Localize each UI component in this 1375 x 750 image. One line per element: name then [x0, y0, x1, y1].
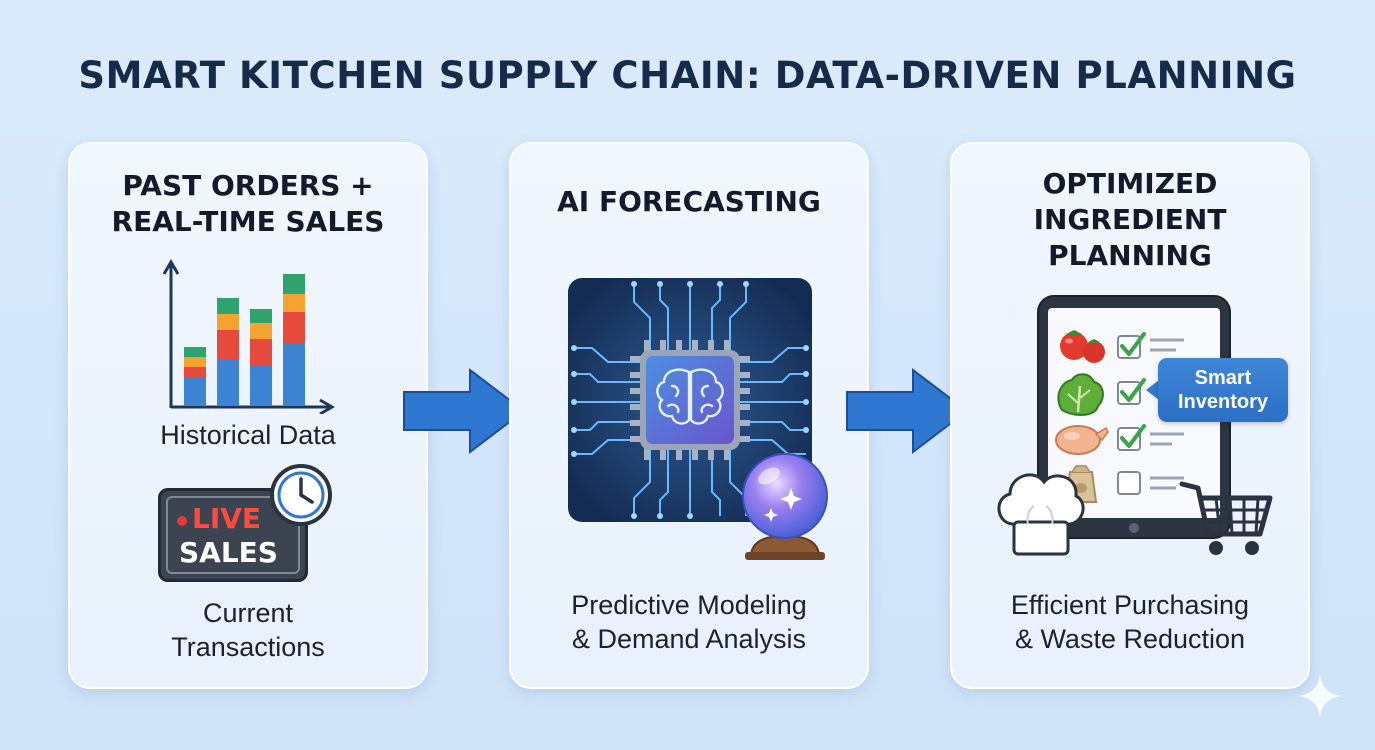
step-title: AI FORECASTING: [557, 185, 821, 218]
live-label: LIVE: [192, 502, 262, 535]
shopping-cart-icon: [1179, 481, 1273, 555]
chef-hat-icon: [997, 473, 1085, 556]
step-caption: Predictive Modeling & Demand Analysis: [571, 590, 807, 654]
badge-pointer: [1146, 380, 1159, 400]
checklist-row: [1117, 424, 1184, 451]
live-dot-icon: [177, 516, 187, 526]
step-card-ingredient-planning: OPTIMIZED INGREDIENT PLANNING: [950, 142, 1310, 689]
chart-bar: [184, 347, 206, 406]
tomato-icon: [1060, 330, 1105, 363]
right-arrow-icon: [846, 367, 969, 455]
chart-bar: [283, 274, 305, 406]
step-title: PAST ORDERS + REAL-TIME SALES: [111, 169, 385, 238]
page-title: SMART KITCHEN SUPPLY CHAIN: DATA-DRIVEN …: [78, 54, 1297, 97]
lettuce-icon: [1057, 373, 1104, 416]
checklist-row: [1117, 332, 1184, 359]
step-card-past-orders: PAST ORDERS + REAL-TIME SALES: [68, 142, 428, 689]
chart-bar: [250, 309, 272, 406]
right-arrow-icon: [403, 367, 526, 455]
chicken-icon: [1055, 425, 1109, 455]
checklist-row: [1117, 471, 1184, 495]
step-card-ai-forecasting: AI FORECASTING: [509, 142, 869, 689]
sparkle-icon: [1298, 674, 1342, 718]
bar-chart-icon: [162, 259, 335, 414]
step-title: OPTIMIZED INGREDIENT PLANNING: [1033, 167, 1227, 272]
step-caption: Efficient Purchasing & Waste Reduction: [1010, 590, 1250, 654]
ai-chip-brain-icon: [568, 278, 812, 522]
sales-label: SALES: [179, 536, 278, 569]
step-caption: Current Transactions: [171, 598, 325, 662]
clock-icon: [270, 464, 332, 526]
historical-data-caption: Historical Data: [160, 420, 336, 450]
chart-bar: [217, 298, 239, 406]
smart-inventory-badge: Smart Inventory: [1158, 358, 1288, 422]
crystal-ball-icon: [742, 453, 828, 560]
